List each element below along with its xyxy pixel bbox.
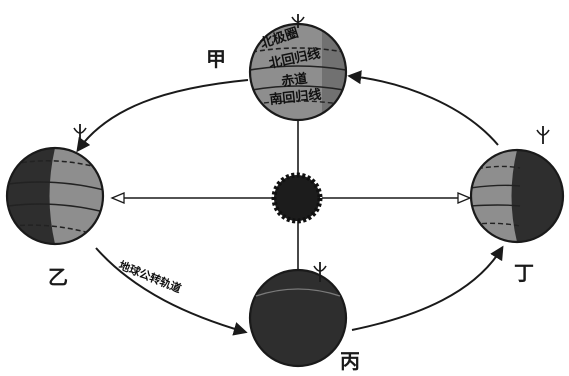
label-bing: 丙 <box>340 349 360 373</box>
earth-yi <box>7 124 104 244</box>
orbit-arc-jia-to-yi <box>78 80 248 150</box>
orbit-arc-ding-to-jia <box>350 76 498 145</box>
sun <box>274 175 320 221</box>
label-yi: 乙 <box>48 265 68 289</box>
ray-arrow-left <box>112 193 124 203</box>
earth-jia: 北极圈 北回归线 赤道 南回归线 <box>250 14 352 130</box>
ray-arrow-right <box>458 193 470 203</box>
earth-bing <box>250 262 346 366</box>
label-jia: 甲 <box>206 47 226 71</box>
label-ding: 丁 <box>514 261 534 285</box>
earth-ding <box>470 126 563 242</box>
orbit-arc-bing-to-ding <box>352 248 502 330</box>
